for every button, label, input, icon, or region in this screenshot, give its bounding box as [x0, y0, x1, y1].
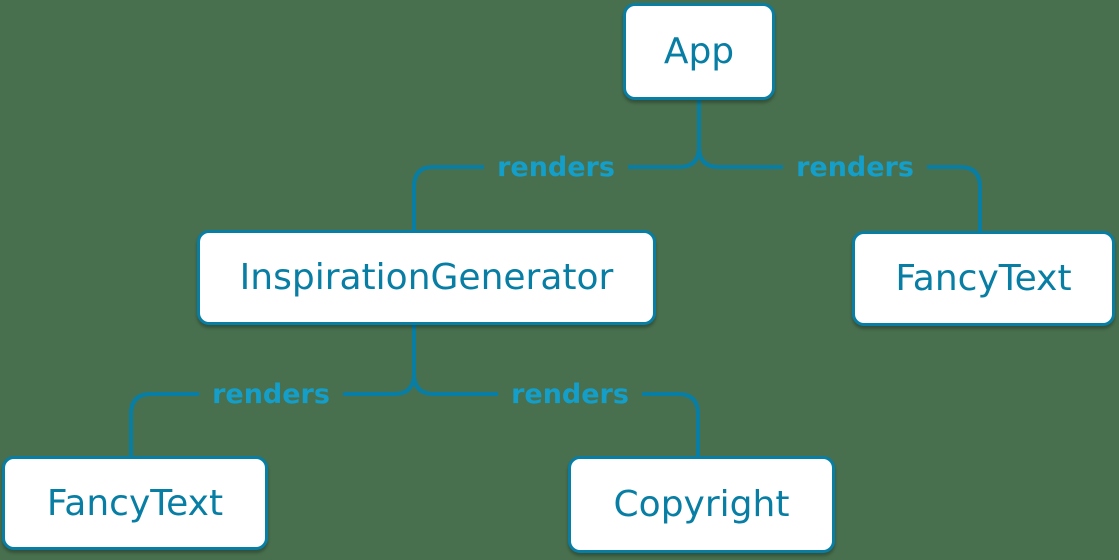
- edge-label-renders-inspirationgenerator-fancytext: renders: [199, 378, 343, 412]
- node-app-label: App: [663, 31, 735, 72]
- node-copyright-label: Copyright: [613, 484, 790, 525]
- node-copyright: Copyright: [568, 456, 835, 553]
- edge-inspirationgenerator-to-copyright: [412, 372, 700, 458]
- node-fancy-text-left-label: FancyText: [46, 482, 224, 524]
- node-fancy-text-left: FancyText: [2, 456, 268, 550]
- node-inspiration-generator: InspirationGenerator: [197, 230, 656, 325]
- node-fancy-text-right: FancyText: [852, 231, 1115, 326]
- node-app: App: [623, 3, 775, 100]
- edge-label-renders-app-inspirationgenerator: renders: [484, 151, 628, 185]
- edge-label-renders-inspirationgenerator-copyright: renders: [498, 378, 642, 412]
- edge-app-to-fancytext: [697, 145, 982, 233]
- node-fancy-text-right-label: FancyText: [895, 258, 1072, 299]
- edge-label-renders-app-fancytext: renders: [783, 151, 927, 185]
- node-inspiration-generator-label: InspirationGenerator: [239, 257, 614, 298]
